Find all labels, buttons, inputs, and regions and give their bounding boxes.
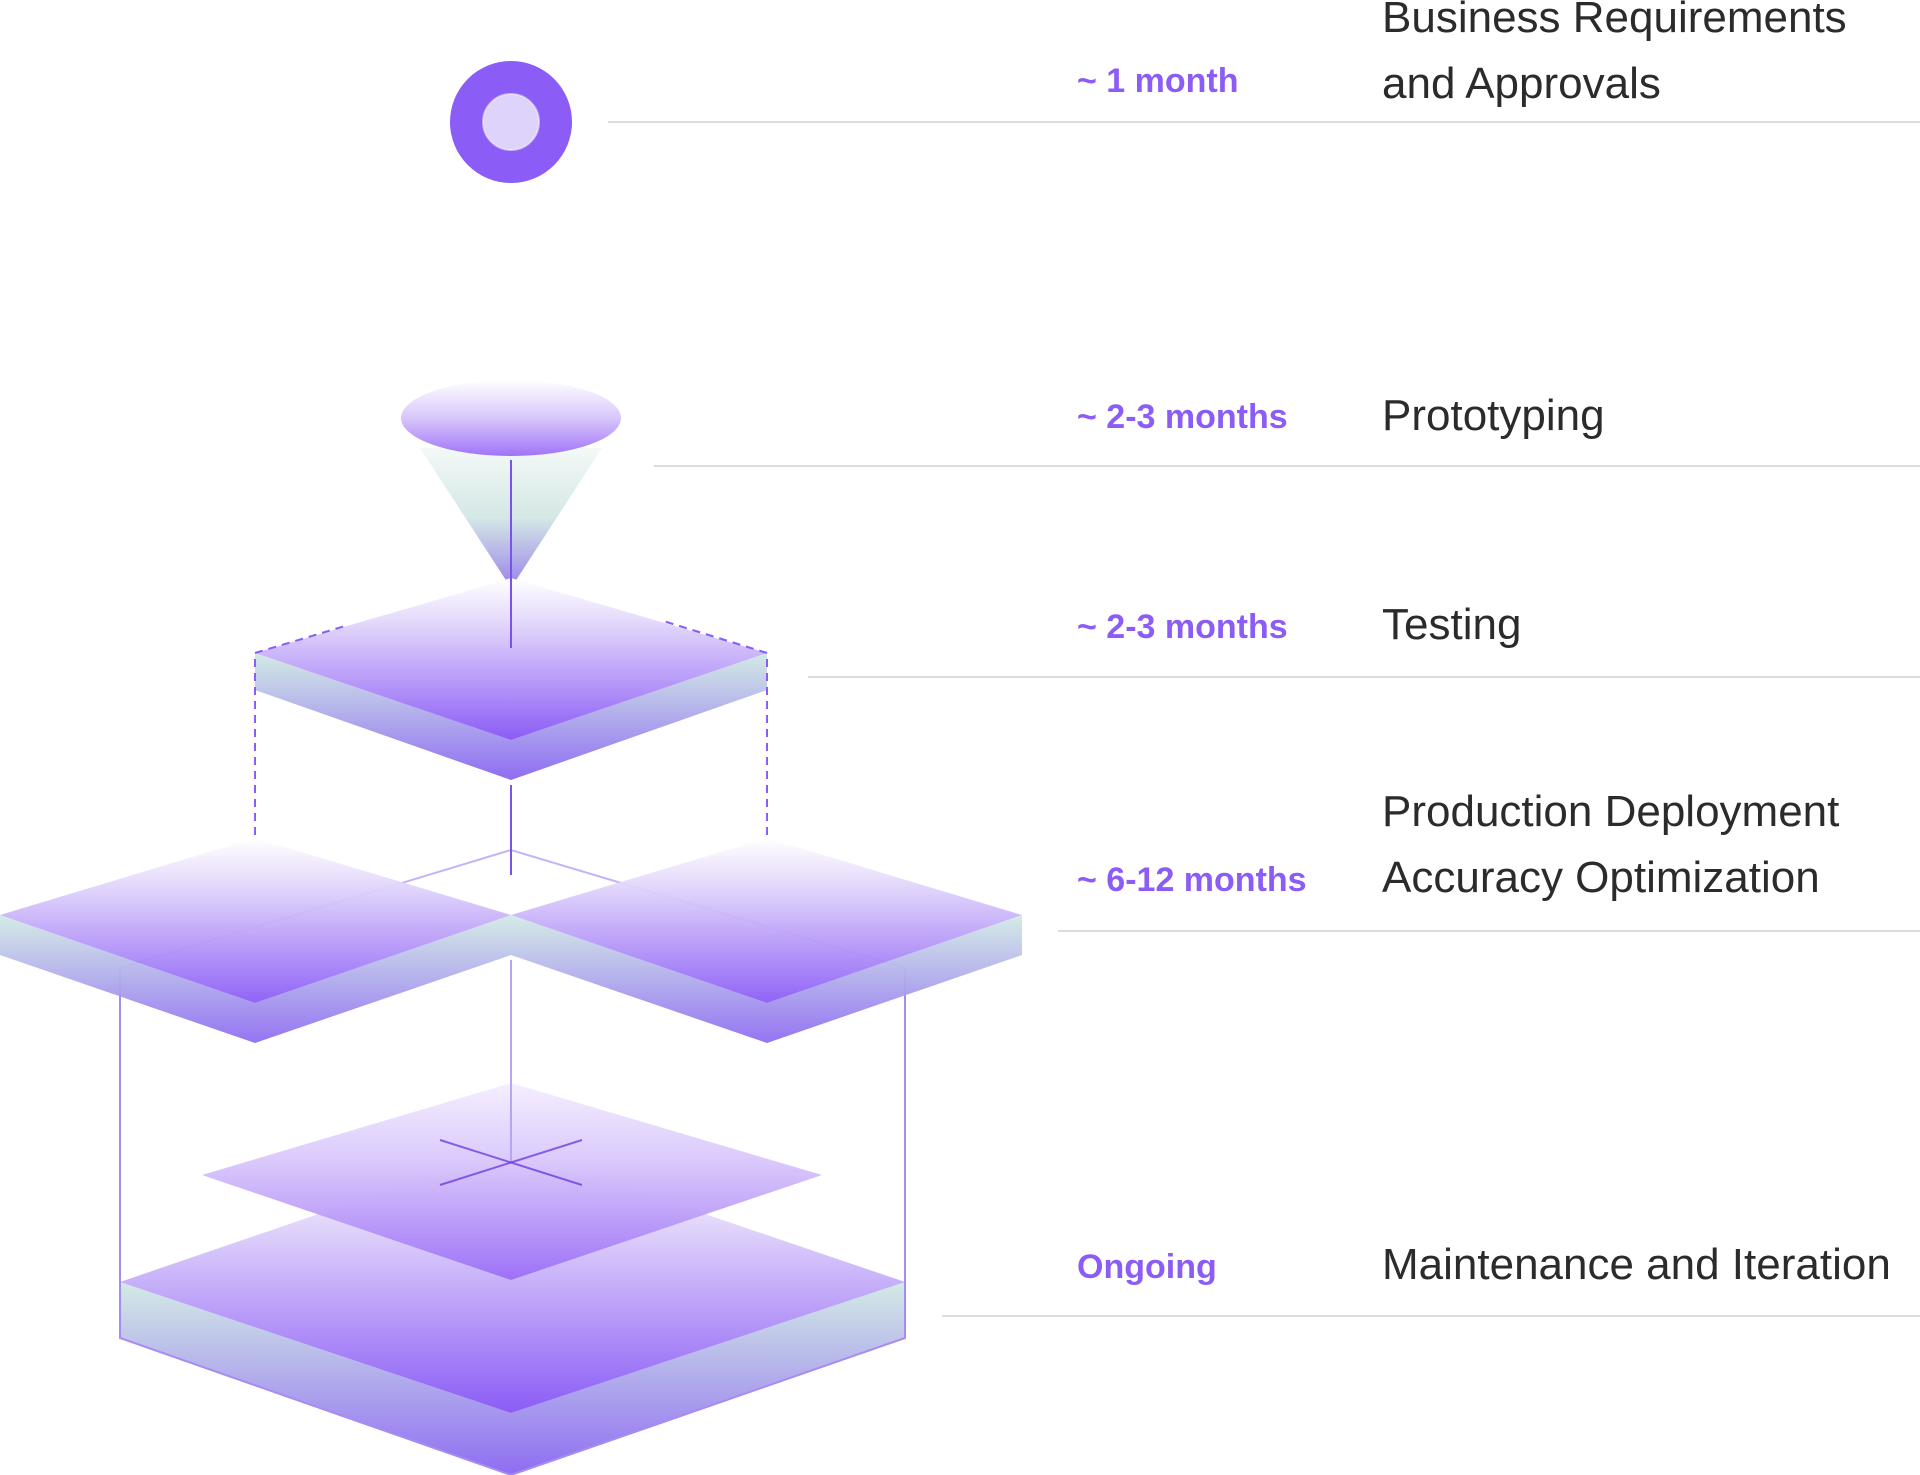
cone-icon	[401, 380, 621, 648]
phase-title: Production Deployment Accuracy Optimizat…	[1382, 787, 1840, 902]
phase-duration: ~ 1 month	[1077, 62, 1239, 100]
phase-duration: ~ 6-12 months	[1077, 861, 1307, 899]
phase-title: Testing	[1382, 600, 1522, 649]
phase-duration: Ongoing	[1077, 1248, 1217, 1286]
divider-line	[1058, 930, 1920, 932]
divider-line	[808, 676, 1920, 678]
phase-title: Business Requirements and Approvals	[1382, 0, 1847, 108]
target-circle-icon	[450, 61, 572, 183]
divider-line	[654, 465, 1920, 467]
divider-line	[942, 1315, 1920, 1317]
testing-layer	[254, 578, 768, 875]
phase-title: Maintenance and Iteration	[1382, 1240, 1891, 1289]
phase-duration: ~ 2-3 months	[1077, 608, 1288, 646]
deployment-layers	[0, 785, 1022, 1043]
phase-title: Prototyping	[1382, 391, 1605, 440]
divider-line	[608, 121, 1920, 123]
phase-duration: ~ 2-3 months	[1077, 398, 1288, 436]
